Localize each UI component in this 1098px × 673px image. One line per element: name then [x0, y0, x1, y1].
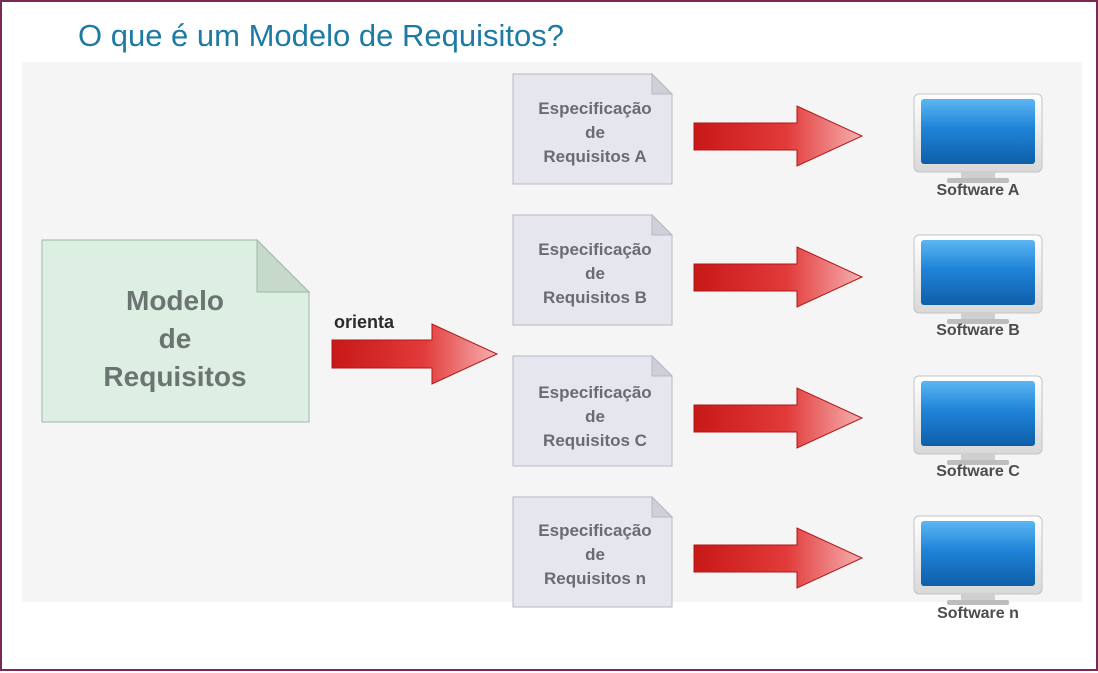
software-c-label: Software C — [936, 463, 1020, 480]
arrow-right-icon — [693, 527, 864, 589]
spec-a-line-1: Especificação — [538, 99, 651, 118]
document-icon — [512, 72, 674, 185]
spec-c-line-3: Requisitos C — [543, 431, 647, 450]
spec-a-line-3: Requisitos A — [543, 147, 646, 166]
page-title: O que é um Modelo de Requisitos? — [78, 18, 564, 53]
arrow-right-icon — [693, 387, 864, 449]
spec-a-line-2: de — [585, 123, 605, 142]
spec-row-b: Especificação de Requisitos B Software B — [512, 213, 1043, 339]
spec-n-line-1: Especificação — [538, 521, 651, 540]
software-b-label: Software B — [936, 322, 1020, 339]
spec-n-line-3: Requisitos n — [544, 569, 646, 588]
document-icon — [512, 213, 674, 326]
model-title-line-1: Modelo — [126, 285, 224, 316]
spec-b-line-1: Especificação — [538, 240, 651, 259]
spec-c-line-2: de — [585, 407, 605, 426]
arrow-right-icon — [693, 246, 864, 308]
spec-n-line-2: de — [585, 545, 605, 564]
spec-row-n: Especificação de Requisitos n Software n — [512, 495, 1043, 622]
relation-label: orienta — [334, 312, 395, 332]
model-document: Modelo de Requisitos — [41, 238, 311, 423]
model-title-line-3: Requisitos — [103, 361, 246, 392]
spec-b-line-2: de — [585, 264, 605, 283]
document-icon — [512, 354, 674, 467]
arrow-right-icon — [693, 105, 864, 167]
software-a-label: Software A — [937, 182, 1020, 199]
spec-b-line-3: Requisitos B — [543, 288, 647, 307]
monitor-icon — [913, 375, 1043, 465]
monitor-icon — [913, 234, 1043, 324]
spec-c-line-1: Especificação — [538, 383, 651, 402]
arrow-right-icon — [331, 323, 499, 385]
monitor-icon — [913, 93, 1043, 183]
model-title-line-2: de — [159, 323, 192, 354]
monitor-icon — [913, 515, 1043, 605]
spec-row-c: Especificação de Requisitos C Software C — [512, 354, 1043, 480]
software-n-label: Software n — [937, 605, 1019, 622]
spec-row-a: Especificação de Requisitos A Software A — [512, 72, 1043, 199]
document-icon — [512, 495, 674, 608]
